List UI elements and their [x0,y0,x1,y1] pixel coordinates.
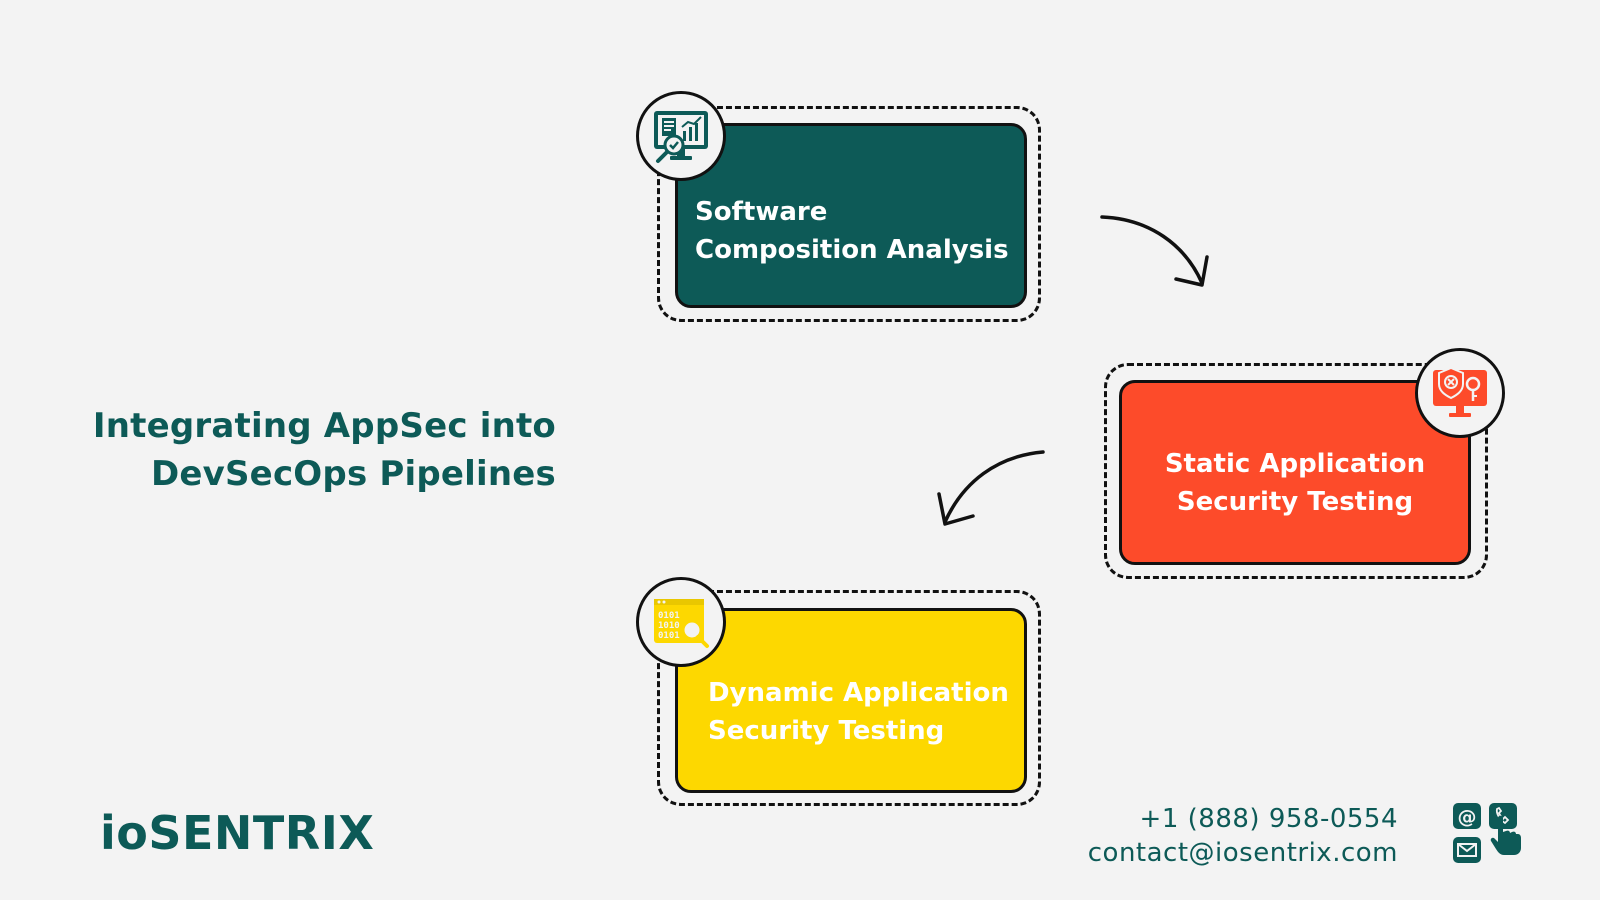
step-1-card: Software Composition Analysis [675,123,1027,308]
contact-email[interactable]: contact@iosentrix.com [1087,838,1398,868]
title-line-2: DevSecOps Pipelines [150,454,556,494]
svg-text:1010: 1010 [658,621,680,631]
step-2-card: Static Application Security Testing [1119,380,1471,565]
monitor-report-magnifier-icon [654,111,708,163]
step-1-dashed-frame [657,106,1041,322]
step-3-card: Dynamic Application Security Testing [675,608,1027,793]
step-2-badge [1415,348,1505,438]
step-3-dashed-frame [657,590,1041,806]
step-3-label-line-1: Dynamic Application [708,678,1009,708]
contact-block: +1 (888) 958-0554 contact@iosentrix.com [1088,802,1398,870]
step-2-dashed-frame [1104,363,1488,579]
flow-arrow-2 [937,450,1045,526]
flow-arrow-1 [1100,215,1209,287]
svg-text:0101: 0101 [658,611,680,621]
step-1-label-line-1: Software [695,197,828,227]
binary-code-magnifier-icon: 0101 1010 0101 [654,599,709,648]
step-3-label-line-2: Security Testing [708,716,945,746]
svg-text:@: @ [1458,806,1477,828]
monitor-shield-key-icon [1433,366,1487,417]
step-3-badge: 0101 1010 0101 [636,577,726,667]
step-2-label-line-2: Security Testing [1176,487,1414,517]
title-line-1: Integrating AppSec into [92,406,556,446]
step-1-badge [636,91,726,181]
envelope-icon [1453,837,1481,863]
step-2-label-line-1: Static Application [1164,449,1426,479]
step-1-label-line-2: Composition Analysis [695,235,1009,265]
pointer-hand-icon [1490,815,1521,855]
contact-phone[interactable]: +1 (888) 958-0554 [1139,804,1398,834]
at-sign-icon: @ [1453,803,1481,829]
diagram-title: Integrating AppSec into DevSecOps Pipeli… [80,402,556,498]
brand-logo-text: ioSENTRIX [100,806,375,860]
svg-text:0101: 0101 [658,631,680,641]
